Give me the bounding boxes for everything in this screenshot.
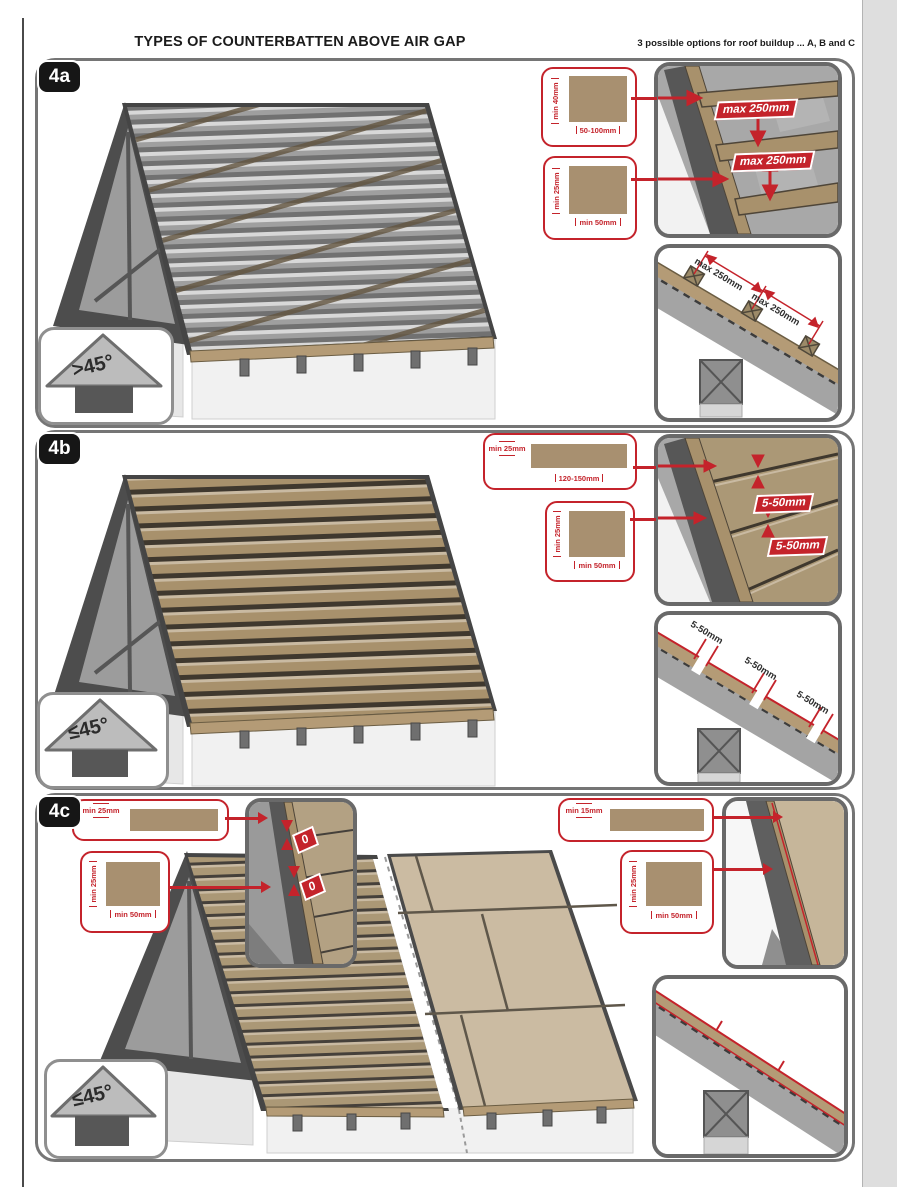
dimension-callout-4c-batten-right: min 25mm min 50mm xyxy=(620,850,714,934)
dim-bottom: 120-150mm xyxy=(529,473,629,483)
dim-bottom: min 50mm xyxy=(643,910,705,920)
inset-edge-4c xyxy=(722,797,848,969)
roof-pitch-icon-4a xyxy=(38,327,174,425)
dimension-callout-4b-board: min 25mm 120-150mm xyxy=(483,433,637,490)
dim-bottom: min 50mm xyxy=(103,909,163,919)
inset-closeup-4b xyxy=(654,434,842,606)
inset-closeup-4b-drawing xyxy=(658,438,838,602)
dimension-callout-4c-board: min 25mm xyxy=(72,799,229,841)
callout-arrow xyxy=(712,811,783,823)
inset-section-4b-drawing xyxy=(658,615,838,782)
dimension-callout-4c-batten-left: min 25mm min 50mm xyxy=(80,851,170,933)
callout-arrow xyxy=(168,881,271,893)
callout-connector xyxy=(631,97,657,100)
dim-side: min 25mm xyxy=(552,512,562,556)
wood-swatch xyxy=(569,166,627,214)
dimension-callout-4c-sheet: min 15mm xyxy=(558,798,714,842)
wood-swatch xyxy=(569,511,625,557)
inset-section-4c-drawing xyxy=(656,979,844,1154)
inset-section-4a xyxy=(654,244,842,422)
dimension-callout-4a-counterbatten: min 40mm 50-100mm xyxy=(541,67,637,147)
dim-bottom: 50-100mm xyxy=(562,125,634,135)
wood-swatch xyxy=(106,862,160,906)
inset-section-4c xyxy=(652,975,848,1158)
max-gap-label: max 250mm xyxy=(713,98,799,121)
wood-swatch xyxy=(569,76,627,122)
dim-side: min 25mm xyxy=(551,168,561,214)
dim-bottom: min 50mm xyxy=(565,560,629,570)
house-illustration-4b xyxy=(53,474,497,787)
gap-range-label: 5-50mm xyxy=(766,536,829,557)
page-margin-line xyxy=(22,18,24,1187)
inset-edge-4c-drawing xyxy=(726,801,844,965)
inset-section-4b xyxy=(654,611,842,786)
dim-side: min 25mm xyxy=(76,803,126,818)
dim-side: min 25mm xyxy=(628,862,638,906)
page-subtitle: 3 possible options for roof buildup ... … xyxy=(637,38,855,49)
house-illustration-4c xyxy=(99,850,638,1154)
pitch-house-icon xyxy=(44,698,158,777)
page-edge-strip xyxy=(862,0,897,1187)
page-title: TYPES OF COUNTERBATTEN ABOVE AIR GAP xyxy=(134,34,466,50)
callout-connector xyxy=(631,178,657,181)
callout-connector xyxy=(633,466,656,469)
callout-arrow xyxy=(225,812,268,824)
dim-bottom: min 50mm xyxy=(563,217,633,227)
callout-connector xyxy=(630,518,656,521)
house-illustration-4a xyxy=(53,102,497,420)
section-badge-4b: 4b xyxy=(37,432,82,466)
dimension-callout-4b-batten: min 25mm min 50mm xyxy=(545,501,635,582)
roof-pitch-icon-4b xyxy=(37,692,169,789)
inset-section-4a-drawing xyxy=(658,248,838,418)
dim-side: min 40mm xyxy=(550,78,560,124)
gap-range-label: 5-50mm xyxy=(752,493,815,514)
dimension-callout-4a-batten: min 25mm min 50mm xyxy=(543,156,637,240)
section-badge-4a: 4a xyxy=(37,60,82,94)
roof-pitch-icon-4c xyxy=(44,1059,168,1159)
wood-swatch xyxy=(610,809,704,831)
wood-swatch xyxy=(646,862,702,906)
dim-side: min 25mm xyxy=(485,441,529,456)
section-badge-4c: 4c xyxy=(37,795,82,829)
max-gap-label: max 250mm xyxy=(730,150,816,173)
dim-side: min 15mm xyxy=(560,803,608,818)
wood-swatch xyxy=(531,444,627,468)
dim-side: min 25mm xyxy=(88,862,98,906)
wood-swatch xyxy=(130,809,218,831)
callout-arrow xyxy=(712,863,773,875)
pitch-house-icon xyxy=(50,1065,157,1146)
pitch-house-icon xyxy=(45,333,163,413)
